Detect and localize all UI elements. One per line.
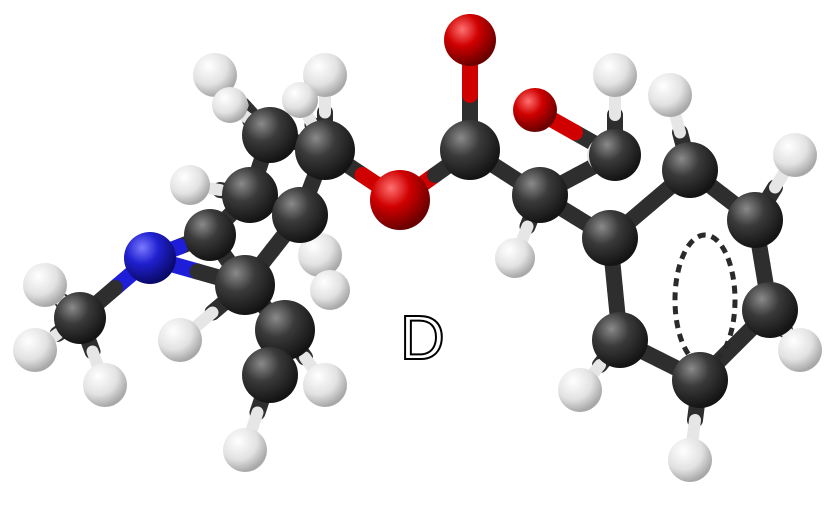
atom-h-h7	[310, 270, 350, 310]
atom-h-h6	[298, 233, 342, 277]
atom-c-c6	[215, 255, 275, 315]
atom-h-h11	[23, 263, 67, 307]
atom-c-r4	[742, 282, 798, 338]
atom-h-h21	[558, 368, 602, 412]
atom-o-o3	[513, 88, 557, 132]
atom-c-r6	[592, 312, 648, 368]
atom-o-o2	[444, 14, 496, 66]
atom-c-r1	[582, 210, 638, 266]
panel-label: D	[399, 304, 446, 373]
atom-c-ch	[589, 129, 641, 181]
atom-h-h12	[13, 328, 57, 372]
atom-c-c2	[295, 120, 355, 180]
atom-h-h18	[773, 133, 817, 177]
atom-h-h15	[593, 53, 637, 97]
atom-h-h19	[778, 328, 822, 372]
atom-c-c7	[255, 300, 315, 360]
atom-c-c8	[242, 347, 298, 403]
atom-h-h20	[668, 438, 712, 482]
atom-group	[13, 14, 822, 482]
atom-h-h13	[83, 363, 127, 407]
atom-h-h2	[303, 53, 347, 97]
atom-h-h1	[193, 53, 237, 97]
atom-n-n1	[124, 232, 176, 284]
atom-h-h8	[158, 318, 202, 362]
atom-c-c4	[272, 187, 328, 243]
atom-c-r3	[727, 192, 783, 248]
atom-c-r2	[662, 142, 718, 198]
atom-h-h17	[648, 73, 692, 117]
atom-h-h10	[223, 428, 267, 472]
atom-c-ca	[512, 167, 568, 223]
atom-c-ce	[440, 120, 500, 180]
atom-h-h4	[282, 82, 318, 118]
atom-c-cm	[54, 292, 106, 344]
atom-h-h3	[212, 87, 248, 123]
atom-h-h9	[303, 363, 347, 407]
atom-c-r5	[672, 352, 728, 408]
atom-h-h14	[495, 238, 535, 278]
atom-o-o1	[370, 170, 430, 230]
atom-h-h5	[170, 165, 210, 205]
aromatic-ring-dashed-circle	[672, 232, 738, 368]
atom-c-c1	[242, 107, 298, 163]
atom-c-c3	[222, 167, 278, 223]
atom-c-c5	[184, 209, 236, 261]
